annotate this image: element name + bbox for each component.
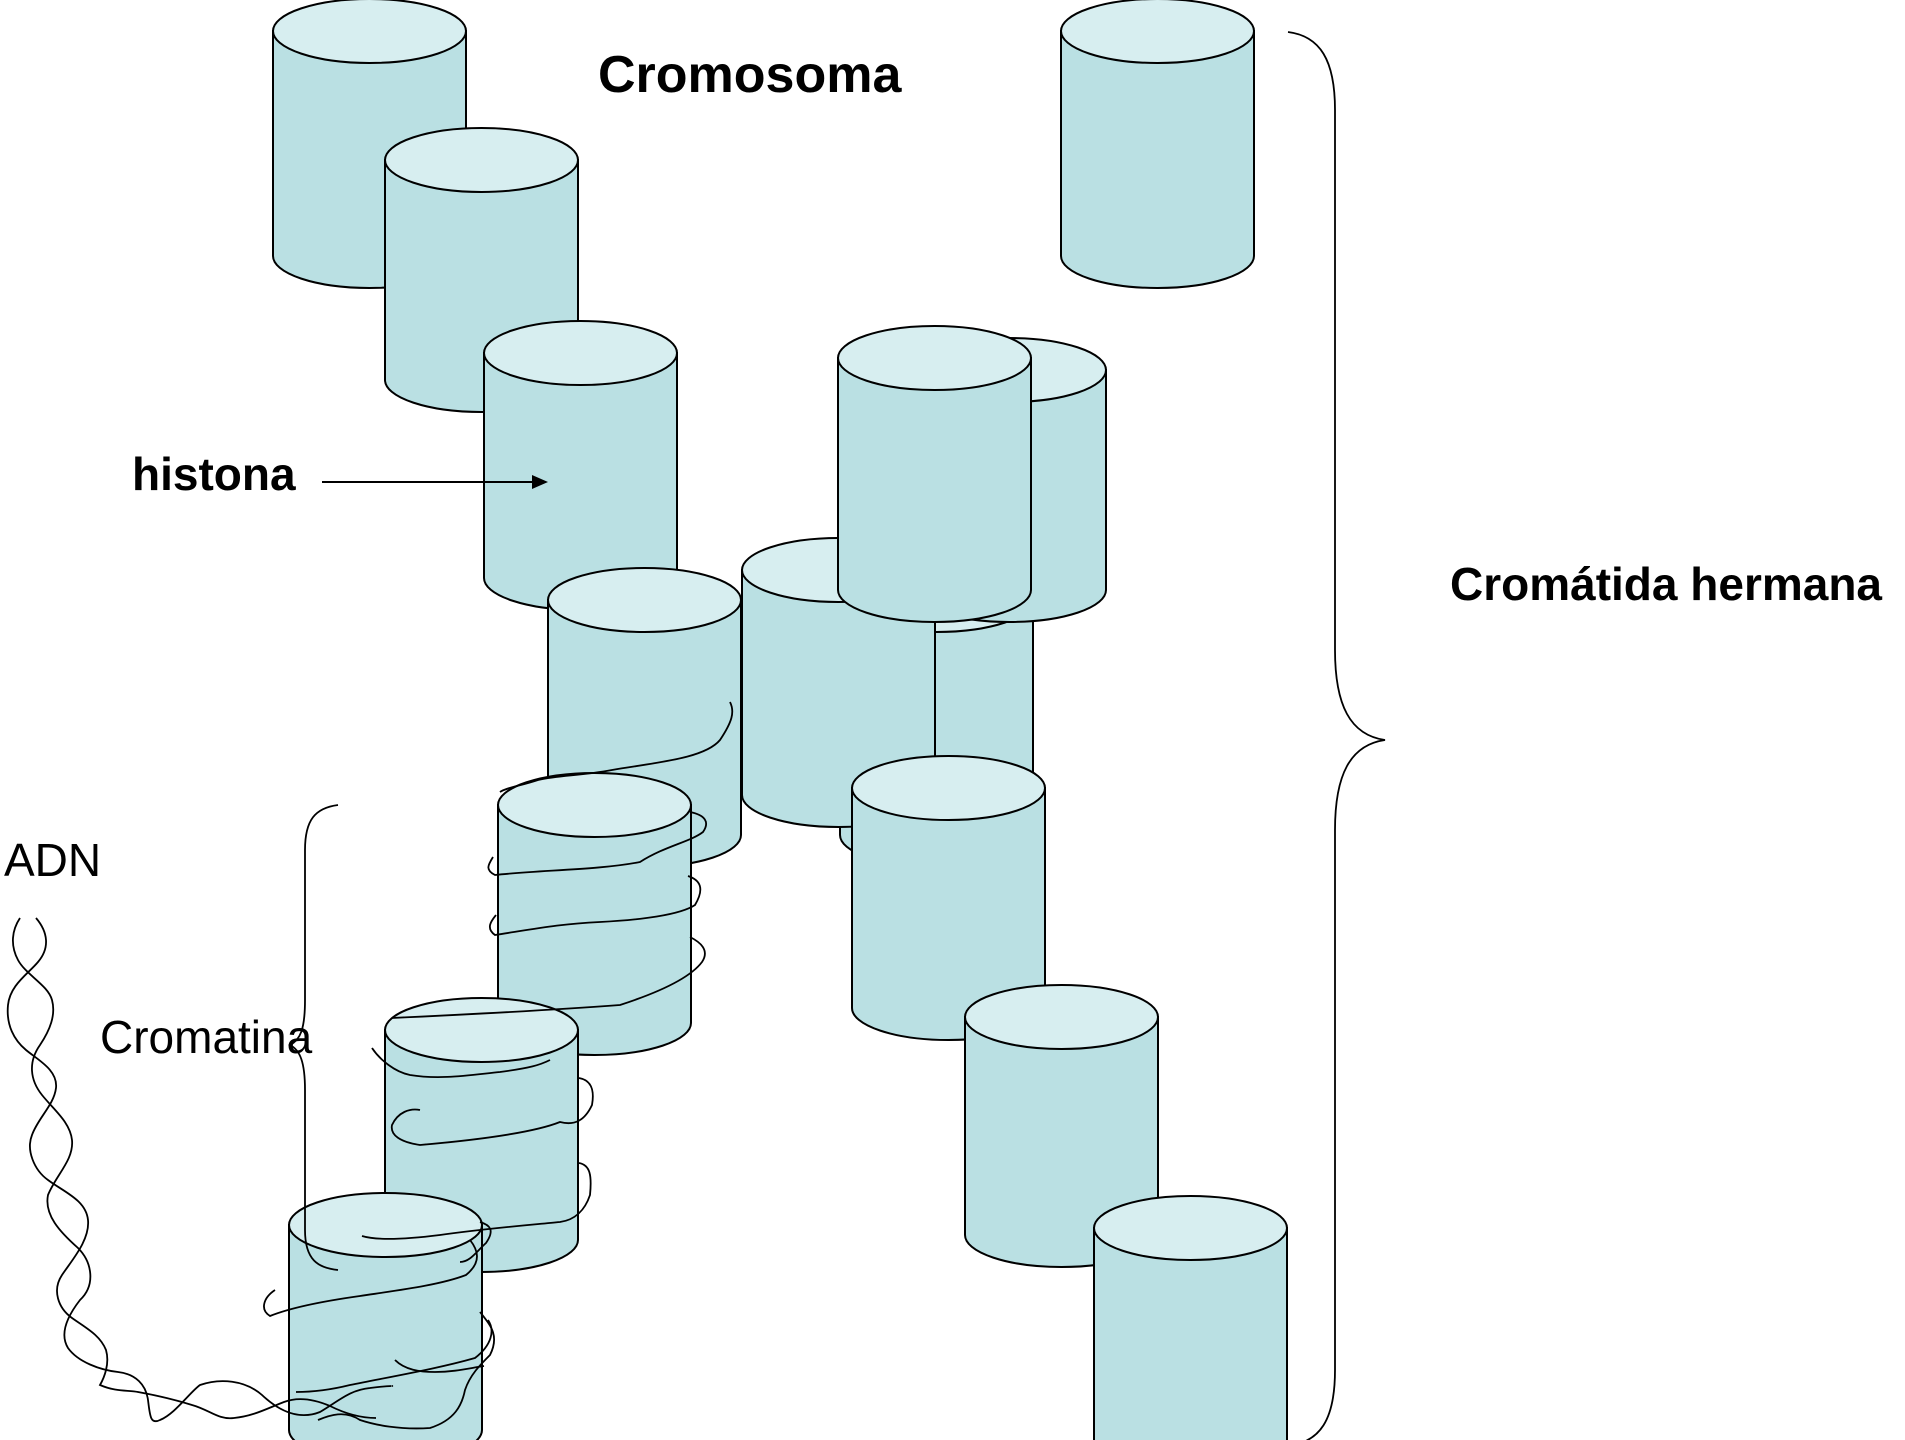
arrow-right-icon xyxy=(322,475,548,489)
cylinder-top xyxy=(1093,1195,1288,1261)
cylinder-icon xyxy=(497,772,692,1056)
cylinder-body xyxy=(1060,30,1255,289)
dna-strand-icon xyxy=(394,1359,485,1373)
dna-strand-icon xyxy=(459,1221,492,1263)
dna-strand-icon xyxy=(499,701,734,793)
cylinder-icon xyxy=(483,320,678,611)
dna-helix xyxy=(6,917,394,1423)
cylinder-icon xyxy=(964,984,1159,1268)
dna-wrapping xyxy=(263,701,734,1430)
diagram-title: Cromosoma xyxy=(598,46,902,104)
cylinder-icon xyxy=(1060,0,1255,289)
cylinder-top xyxy=(272,0,467,64)
dna-strand-icon xyxy=(390,1077,594,1146)
sister-chromatid-label: Cromátida hermana xyxy=(1450,558,1882,610)
cylinder-top xyxy=(384,127,579,193)
cylinder-top xyxy=(288,1192,483,1258)
dna-strand-icon xyxy=(488,875,702,936)
cylinder-top xyxy=(547,567,742,633)
cylinder-top xyxy=(384,997,579,1063)
dna-strand-icon xyxy=(361,1162,592,1240)
curly-brace-icon xyxy=(1287,31,1386,1440)
dna-strand-icon xyxy=(317,1311,495,1430)
cylinder-top xyxy=(1060,0,1255,64)
cylinder-icon xyxy=(288,1192,483,1440)
curly-brace-icon xyxy=(287,804,339,1271)
cylinder-body xyxy=(288,1224,483,1440)
dna-strand-icon xyxy=(263,1239,478,1318)
histone-cylinders xyxy=(272,0,1288,1440)
dna-strand-icon xyxy=(371,1047,551,1079)
cylinder-body xyxy=(1093,1227,1288,1440)
histone-label: histona xyxy=(132,448,296,500)
dna-label: ADN xyxy=(4,834,101,886)
chromatin-label: Cromatina xyxy=(100,1011,313,1063)
cylinder-top xyxy=(851,755,1046,821)
cylinder-top xyxy=(483,320,678,386)
dna-strand-icon xyxy=(391,936,706,1019)
cylinder-icon xyxy=(1093,1195,1288,1440)
dna-strand-icon xyxy=(12,917,394,1423)
cylinder-icon xyxy=(837,325,1032,623)
cylinder-top xyxy=(837,325,1032,391)
dna-strand-icon xyxy=(6,917,377,1420)
cylinder-top xyxy=(964,984,1159,1050)
dna-strand-icon xyxy=(487,811,707,876)
cylinder-body xyxy=(837,357,1032,623)
